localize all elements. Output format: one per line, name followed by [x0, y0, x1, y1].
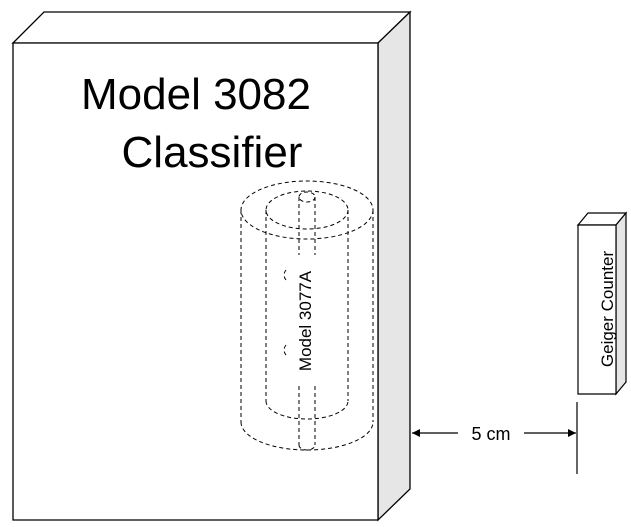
- cylinder-label-backdrop: [294, 255, 316, 385]
- geiger-side-face: [615, 211, 627, 396]
- geiger-label: Geiger Counter: [598, 251, 617, 368]
- classifier-front-face: [12, 42, 379, 521]
- model-3077a-cylinder: [240, 180, 374, 451]
- classifier-title-line2: Classifier: [122, 128, 303, 177]
- geiger-counter: [576, 211, 628, 396]
- classifier-side-face: [377, 10, 411, 522]
- dimension-label: 5 cm: [471, 424, 510, 444]
- cylinder-bottom-inner: [265, 400, 349, 420]
- cylinder-label: Model 3077A: [296, 270, 315, 371]
- classifier-title-line1: Model 3082: [81, 70, 311, 119]
- classifier-box: [11, 10, 412, 522]
- cylinder-bottom-outer: [240, 421, 374, 451]
- cylinder-side-notch-upper: [283, 269, 287, 281]
- cylinder-side-notch-lower: [283, 344, 287, 356]
- classifier-top-face: [11, 11, 412, 44]
- geiger-front-face: [577, 224, 617, 395]
- cylinder-core-bottom: [298, 444, 316, 451]
